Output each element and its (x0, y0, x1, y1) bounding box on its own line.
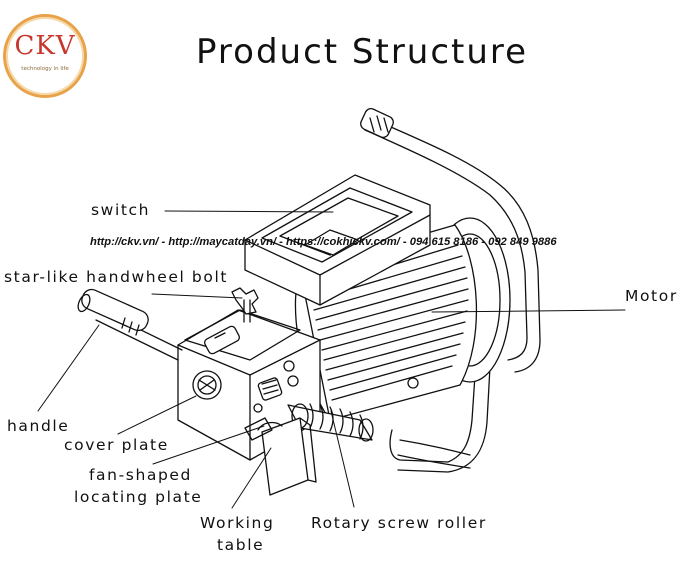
label-fan-plate-line2: locating plate (74, 488, 203, 506)
head-housing (177, 309, 321, 461)
label-working-table-line2: table (217, 536, 265, 554)
leader-working-table (231, 447, 272, 509)
watermark-text: http://ckv.vn/ - http://maycatday.vn/ - … (90, 236, 557, 248)
leader-roller (330, 410, 355, 508)
working-table (244, 417, 317, 496)
leader-cover-plate (117, 395, 197, 435)
leader-fan-plate (152, 425, 265, 465)
page-title: Product Structure (196, 32, 529, 72)
label-cover-plate: cover plate (64, 436, 169, 454)
leader-motor (431, 309, 626, 313)
label-fan-plate-line1: fan-shaped (89, 466, 192, 484)
label-handwheel-bolt: star-like handwheel bolt (4, 268, 229, 286)
label-working-table-line1: Working (200, 514, 275, 532)
leader-handle (37, 324, 100, 412)
label-handle: handle (7, 417, 70, 435)
label-switch: switch (91, 201, 151, 219)
ckv-logo: CKV technology in life (3, 14, 87, 98)
leader-handwheel (151, 293, 243, 299)
handle-bar (77, 288, 183, 361)
label-rotary-screw-roller: Rotary screw roller (311, 514, 487, 532)
handwheel-bolt (231, 287, 259, 323)
leader-lines (37, 210, 626, 509)
label-motor: Motor (625, 287, 678, 305)
logo-tagline: technology in life (21, 66, 69, 72)
leader-switch (164, 210, 334, 213)
logo-text: CKV (14, 31, 76, 61)
switch-box (244, 174, 431, 306)
